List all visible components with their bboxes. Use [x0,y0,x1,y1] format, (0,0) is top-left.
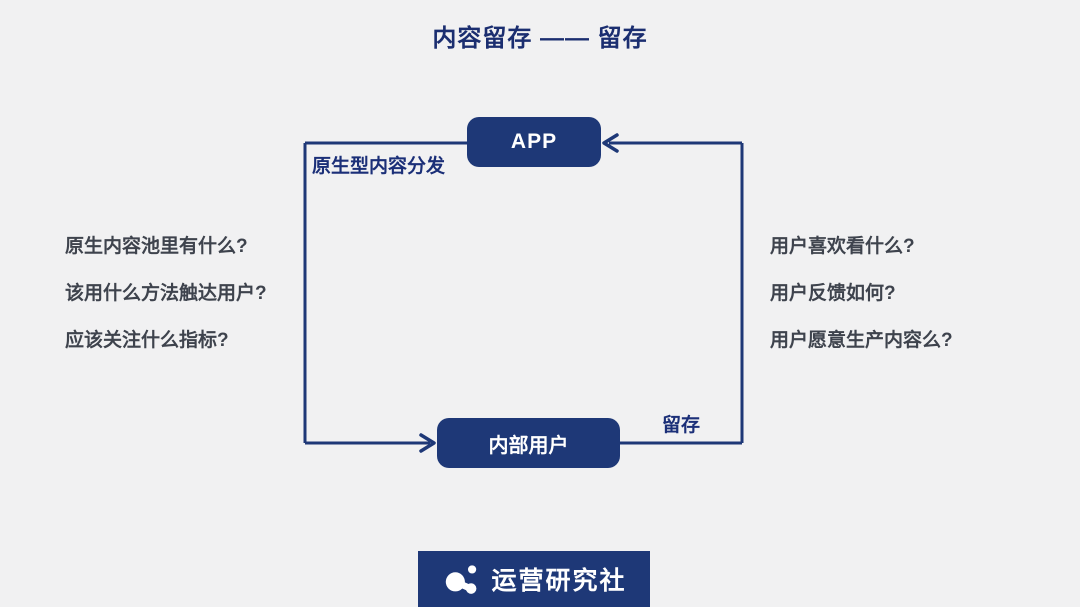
left-question-3: 应该关注什么指标? [65,330,229,351]
left-question-1: 原生内容池里有什么? [65,236,248,257]
flow-loop-lines [303,141,744,445]
node-internal-user: 内部用户 [437,418,620,468]
brand-banner: 运营研究社 [418,551,650,607]
page-title: 内容留存 —— 留存 [432,25,648,52]
arrowhead-into-user-icon [419,433,436,453]
molecule-icon [446,565,477,594]
right-question-2: 用户反馈如何? [770,283,896,304]
edge-label-distribution: 原生型内容分发 [312,156,446,177]
node-app: APP [467,117,601,167]
arrowhead-into-app-icon [602,133,619,153]
edge-label-retention: 留存 [662,415,701,436]
left-question-list: 原生内容池里有什么? 该用什么方法触达用户? 应该关注什么指标? [65,236,267,352]
right-question-list: 用户喜欢看什么? 用户反馈如何? 用户愿意生产内容么? [770,236,953,352]
right-question-3: 用户愿意生产内容么? [770,330,953,351]
left-question-2: 该用什么方法触达用户? [65,283,267,304]
brand-name: 运营研究社 [491,567,627,595]
right-question-1: 用户喜欢看什么? [770,236,915,257]
